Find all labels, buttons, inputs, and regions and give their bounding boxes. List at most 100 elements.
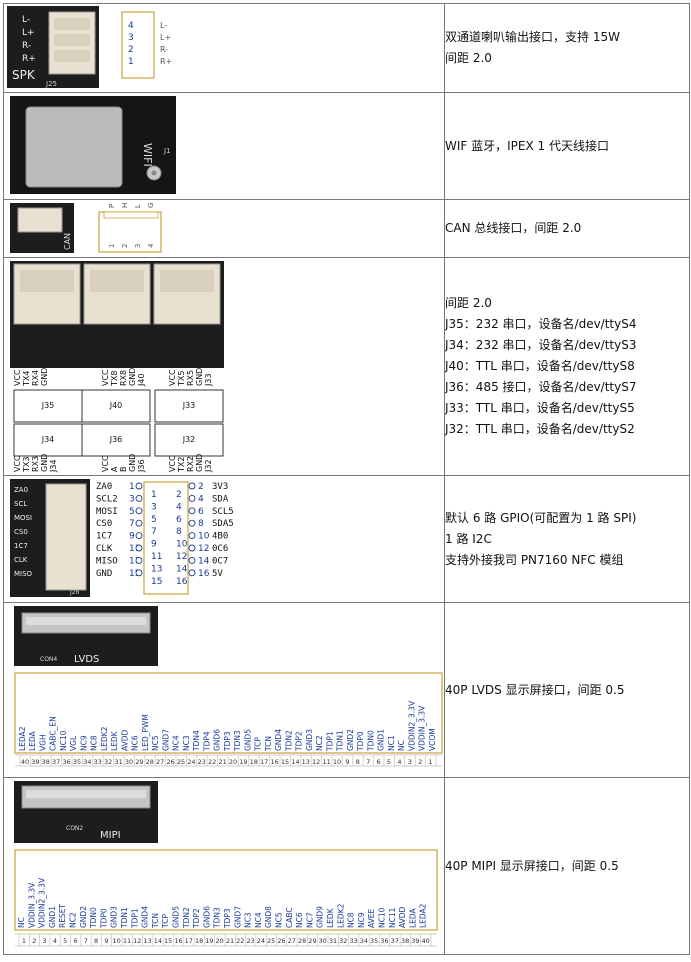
gpio-photo-pin-label: CLK <box>14 556 28 564</box>
mipi-diagram-box <box>14 849 438 931</box>
uart-top-pin-label: RX4 <box>31 370 40 386</box>
mipi-pin-name: GND8 <box>264 906 273 928</box>
lvds-pin-name: VDDIN_3.3V <box>418 705 427 751</box>
uart-top-pin-label: VCC <box>168 369 177 386</box>
uart-connector-box <box>154 423 224 457</box>
mipi-pin-name: AVDD <box>398 906 407 928</box>
mipi-pin-name: VDDIN_3.3V <box>27 882 36 928</box>
uart-bottom-pin-label: VCC <box>168 455 177 472</box>
speaker-diagram-box <box>121 11 155 79</box>
lvds-pin-number: 10 <box>333 758 341 766</box>
uart-connector-ref: J40 <box>109 401 123 410</box>
lvds-pin-number: 37 <box>52 758 60 766</box>
description-line: J40：TTL 串口，设备名/dev/ttyS8 <box>445 359 635 373</box>
lvds-pin-name: TDN2 <box>284 730 293 752</box>
mipi-pin-number: 35 <box>370 937 378 945</box>
lvds-pin-name: NC10 <box>59 730 68 751</box>
uart-top-pin-label: TX8 <box>110 371 119 387</box>
gpio-left-pin-pad <box>135 482 143 490</box>
mipi-pin-number: 20 <box>216 937 224 945</box>
uart-bottom-pin-label: GND <box>128 454 137 472</box>
gpio-right-pin-number: 16 <box>198 569 210 579</box>
speaker-photo-pin-label: L- <box>22 15 30 25</box>
lvds-pin-name: TDN3 <box>233 730 242 752</box>
mipi-pin-number: 12 <box>133 937 141 945</box>
mipi-pin-number: 27 <box>288 937 296 945</box>
uart-bottom-pin-label: TX3 <box>22 457 31 473</box>
mipi-silk-label: MIPI <box>100 830 121 841</box>
mipi-pin-name: GND1 <box>48 906 57 928</box>
uart-top-pin-label: TX5 <box>177 371 186 387</box>
lvds-pin-name: NC1 <box>387 735 396 751</box>
uart-connector-ref: J32 <box>182 435 196 444</box>
lvds-pin-number: 6 <box>377 758 381 766</box>
mipi-pin-number: 26 <box>277 937 285 945</box>
mipi-pin-name: TDP0 <box>99 908 108 929</box>
uart-top-pin-label: VCC <box>101 369 110 386</box>
mipi-pin-name: GND2 <box>79 906 88 928</box>
gpio-right-signal: 3V3 <box>212 482 228 492</box>
lvds-pin-number: 3 <box>408 758 412 766</box>
gpio-right-pin-number: 8 <box>198 519 204 529</box>
mipi-pin-number: 31 <box>329 937 337 945</box>
lvds-pin-number: 14 <box>291 758 299 766</box>
lvds-pin-number: 40 <box>21 758 29 766</box>
gpio-diagram-box <box>143 481 189 595</box>
description-line: J36：485 接口，设备名/dev/ttyS7 <box>445 380 637 394</box>
lvds-pin-name: GND1 <box>377 729 386 751</box>
row-wifi: WIFI J1 WIF 蓝牙，IPEX 1 代天线接口 <box>3 92 690 200</box>
uart-bottom-pin-label: A <box>110 466 119 472</box>
lvds-pin-number: 39 <box>31 758 39 766</box>
mipi-pin-name: GND6 <box>202 906 211 928</box>
gpio-inner-pin-number: 3 <box>151 502 157 512</box>
gpio-right-pin-pad <box>188 482 196 490</box>
gpio-inner-pin-number: 13 <box>151 564 162 574</box>
uart-connector-ref: J36 <box>109 435 123 444</box>
lvds-pin-number: 28 <box>146 758 154 766</box>
lvds-pin-name: NC8 <box>90 735 99 751</box>
gpio-right-signal: SDA5 <box>212 519 234 529</box>
can-pin-name: P <box>108 204 116 208</box>
lvds-pin-number: 32 <box>104 758 112 766</box>
uart-connector-box <box>154 389 224 423</box>
mipi-pin-number: 18 <box>195 937 203 945</box>
speaker-pin-name: L- <box>160 21 167 30</box>
uart-top-pin-label: GND <box>40 368 49 386</box>
lvds-pin-number: 36 <box>62 758 70 766</box>
lvds-pin-number: 13 <box>302 758 310 766</box>
lvds-pin-number: 31 <box>114 758 122 766</box>
uart-top-pin-label: GND <box>128 368 137 386</box>
gpio-right-pin-pad <box>188 544 196 552</box>
gpio-right-signal: SCL5 <box>212 507 234 517</box>
lvds-pin-name: NC6 <box>131 735 140 751</box>
gpio-right-signal: 0C6 <box>212 544 228 554</box>
lvds-pin-name: TCN <box>264 736 273 752</box>
mipi-pin-number: 23 <box>246 937 254 945</box>
uart-bottom-pin-label: GND <box>40 454 49 472</box>
lvds-pin-name: TDP4 <box>202 731 211 752</box>
lvds-pin-name: TDP2 <box>295 731 304 752</box>
gpio-photo-pin-label: CS0 <box>14 528 28 536</box>
gpio-right-pin-number: 2 <box>198 482 204 492</box>
can-description: CAN 总线接口，间距 2.0 <box>444 199 690 258</box>
mipi-pin-number: 29 <box>308 937 316 945</box>
gpio-inner-pin-number: 16 <box>176 577 188 587</box>
mipi-pin-name: NC <box>17 917 26 928</box>
uart-top-pin-label: RX8 <box>119 370 128 386</box>
mipi-pin-name: GND7 <box>233 906 242 928</box>
gpio-left-pin-pad <box>135 507 143 515</box>
mipi-pin-name: VDDIN2_3.3V <box>38 877 47 928</box>
mipi-pin-number: 9 <box>104 937 108 945</box>
gpio-right-signal: 4B0 <box>212 532 228 542</box>
mipi-pin-number: 11 <box>123 937 131 945</box>
description-line: CAN 总线接口，间距 2.0 <box>445 221 582 235</box>
gpio-right-pin-pad <box>188 556 196 564</box>
description-line: 双通道喇叭输出接口，支持 15W <box>445 30 620 44</box>
